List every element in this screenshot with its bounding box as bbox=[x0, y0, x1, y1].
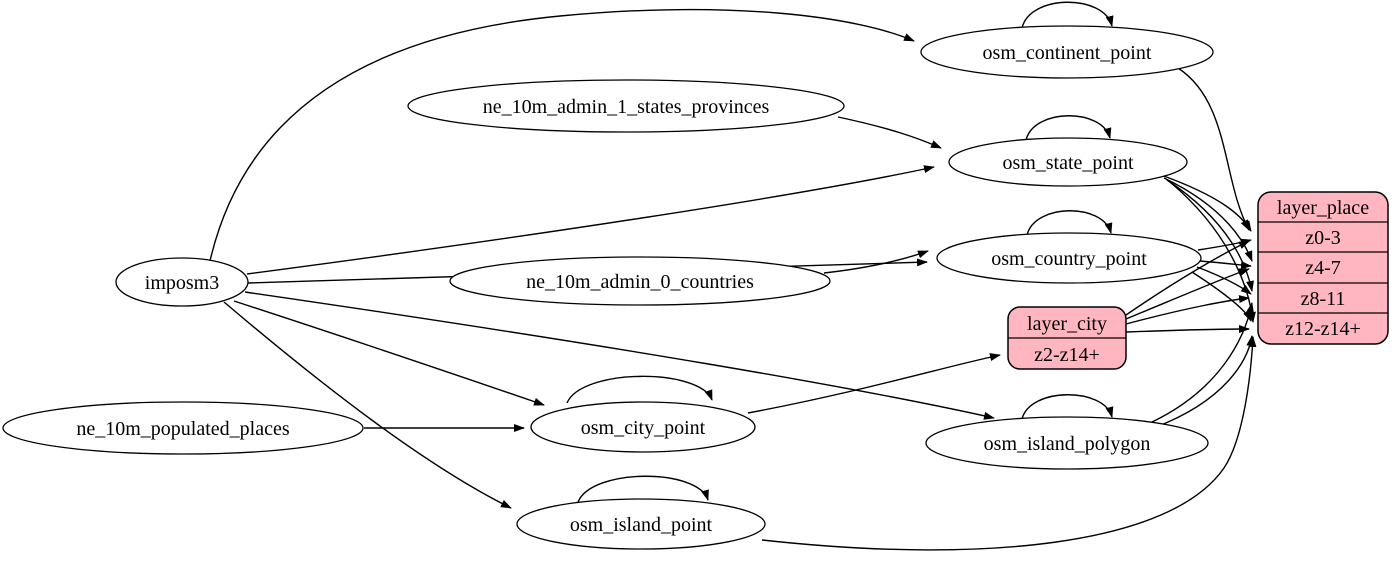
edge-osm-continent-point-layer-place-z0-3 bbox=[1177, 67, 1250, 231]
edge-imposm3-osm-city-point bbox=[233, 300, 545, 406]
edge-osm-country-point-layer-place-z8-11 bbox=[1196, 266, 1252, 295]
edges-group bbox=[209, 1, 1257, 551]
edge-imposm3-osm-state-point bbox=[246, 165, 935, 275]
edge-osm-country-point-layer-place-z4-7 bbox=[1199, 260, 1252, 270]
edge-imposm3-osm-island-point bbox=[223, 301, 512, 509]
node-osm-state-point: osm_state_point bbox=[948, 137, 1188, 187]
record-layer-place-title: layer_place bbox=[1277, 197, 1369, 219]
record-layer-place-row-z4-7: z4-7 bbox=[1305, 257, 1341, 279]
record-layer-place-shape bbox=[1257, 191, 1389, 345]
node-osm-city-point-shape bbox=[530, 401, 756, 453]
edge-layer-city-layer-place-z8-11 bbox=[1125, 295, 1250, 325]
self-loop-osm-country-point bbox=[1026, 210, 1113, 236]
node-ne-10m-populated-places-label: ne_10m_populated_places bbox=[76, 418, 289, 440]
node-osm-island-polygon-label: osm_island_polygon bbox=[984, 433, 1151, 455]
node-imposm3: imposm3 bbox=[115, 257, 249, 307]
record-layer-place-row-z0-3: z0-3 bbox=[1305, 227, 1341, 249]
node-osm-city-point: osm_city_point bbox=[530, 401, 756, 453]
node-osm-island-polygon: osm_island_polygon bbox=[925, 416, 1209, 470]
edge-osm-state-point-layer-place-z8-11 bbox=[1166, 179, 1254, 292]
record-layer-city: layer_city z2-z14+ bbox=[1007, 306, 1127, 370]
node-osm-continent-point-shape bbox=[920, 25, 1214, 79]
node-ne-10m-populated-places-shape bbox=[2, 401, 364, 455]
edge-osm-state-point-layer-place-z0-3 bbox=[1160, 174, 1252, 232]
node-ne-10m-admin-0-countries-shape bbox=[449, 256, 831, 306]
node-osm-island-point-shape bbox=[516, 498, 766, 550]
node-ne-10m-admin-1-states-provinces: ne_10m_admin_1_states_provinces bbox=[407, 79, 845, 133]
node-ne-10m-admin-1-states-provinces-label: ne_10m_admin_1_states_provinces bbox=[483, 96, 770, 118]
record-layer-place-row-z12-z14: z12-z14+ bbox=[1285, 318, 1361, 340]
edge-layer-city-layer-place-z12-z14 bbox=[1125, 325, 1250, 334]
edge-osm-island-polygon-layer-place-z12-z14 bbox=[1155, 335, 1255, 428]
node-osm-country-point: osm_country_point bbox=[936, 232, 1202, 284]
self-loop-osm-island-polygon bbox=[1021, 394, 1114, 420]
node-osm-island-polygon-shape bbox=[925, 416, 1209, 470]
node-osm-city-point-label: osm_city_point bbox=[581, 417, 706, 439]
edge-imposm3-osm-continent-point bbox=[209, 8, 915, 262]
record-layer-city-title: layer_city bbox=[1027, 313, 1107, 335]
node-ne-10m-admin-0-countries: ne_10m_admin_0_countries bbox=[449, 256, 831, 306]
record-layer-city-row-z2-z14: z2-z14+ bbox=[1034, 344, 1100, 366]
node-osm-country-point-shape bbox=[936, 232, 1202, 284]
edge-layer-city-layer-place-z0-3 bbox=[1125, 240, 1250, 316]
self-loop-osm-city-point bbox=[566, 375, 713, 404]
edge-osm-island-point-layer-place-z12-z14 bbox=[761, 336, 1257, 551]
edge-osm-island-polygon-layer-place-z8-11 bbox=[1149, 302, 1254, 424]
record-layer-place: layer_place z0-3 z4-7 z8-11 z12-z14+ bbox=[1257, 191, 1389, 345]
node-ne-10m-admin-0-countries-label: ne_10m_admin_0_countries bbox=[526, 271, 754, 293]
self-loop-osm-island-point bbox=[577, 475, 709, 503]
node-ne-10m-populated-places: ne_10m_populated_places bbox=[2, 401, 364, 455]
record-layer-place-row-z8-11: z8-11 bbox=[1301, 288, 1346, 310]
node-osm-state-point-shape bbox=[948, 137, 1188, 187]
node-osm-country-point-label: osm_country_point bbox=[991, 248, 1147, 270]
edge-layer-city-layer-place-z4-7 bbox=[1125, 268, 1250, 320]
node-osm-continent-point: osm_continent_point bbox=[920, 25, 1214, 79]
edge-ne10m-admin0-osm-country-point bbox=[823, 250, 929, 274]
self-loop-osm-continent-point bbox=[1021, 1, 1114, 29]
edge-osm-state-point-layer-place-z4-7 bbox=[1163, 177, 1253, 262]
node-osm-island-point: osm_island_point bbox=[516, 498, 766, 550]
node-imposm3-label: imposm3 bbox=[145, 272, 219, 294]
self-loop-osm-state-point bbox=[1025, 115, 1112, 141]
edge-imposm3-osm-island-polygon bbox=[244, 291, 995, 420]
node-osm-continent-point-label: osm_continent_point bbox=[983, 42, 1152, 64]
edge-osm-country-point-layer-place-z0-3 bbox=[1197, 238, 1252, 251]
node-osm-island-point-label: osm_island_point bbox=[570, 514, 713, 536]
edge-osm-city-point-layer-city bbox=[747, 353, 1001, 414]
node-osm-state-point-label: osm_state_point bbox=[1002, 152, 1134, 174]
edge-ne10m-admin1-osm-state-point bbox=[837, 116, 942, 149]
node-ne-10m-admin-1-states-provinces-shape bbox=[407, 79, 845, 133]
node-imposm3-shape bbox=[115, 257, 249, 307]
